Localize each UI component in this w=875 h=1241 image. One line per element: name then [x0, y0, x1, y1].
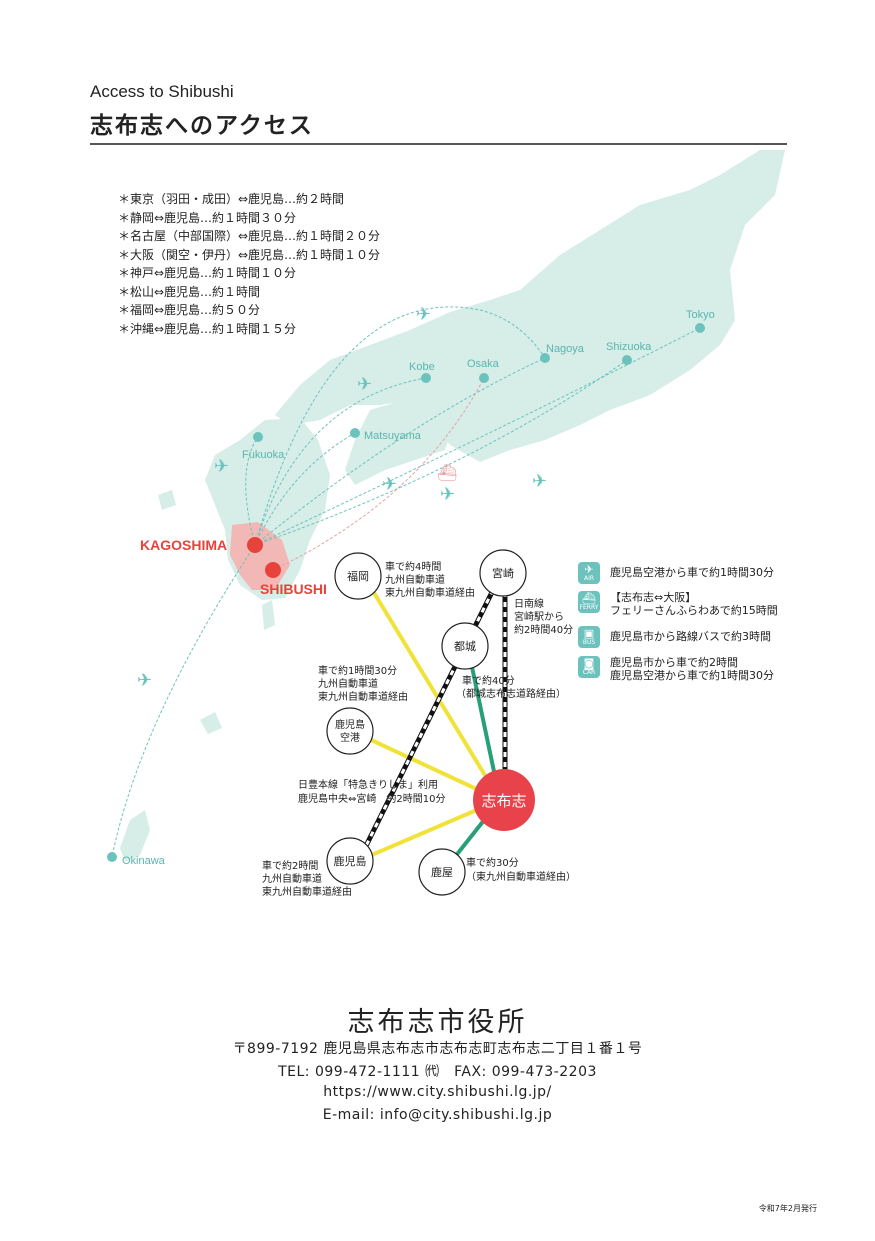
- office-name: 志布志市役所: [347, 1007, 528, 1038]
- city-label-matsuyama: Matsuyama: [364, 430, 422, 442]
- airplane-icon: ✈: [137, 670, 152, 691]
- flight-time-item: ＊大阪（関空・伊丹）⇔鹿児島…約１時間１０分: [118, 247, 381, 262]
- office-email[interactable]: E-mail: info@city.shibushi.lg.jp: [322, 1107, 553, 1123]
- legend-row-ferry: ⛴ FERRY 【志布志⇔大阪】 フェリーさんふらわあで約15時間: [578, 591, 778, 617]
- node-airport: 鹿児島 空港: [326, 707, 374, 755]
- ferry-route: [272, 377, 485, 571]
- office-address: 〒899-7192 鹿児島県志布志市志布志町志布志二丁目１番１号: [232, 1041, 643, 1057]
- city-label-osaka: Osaka: [467, 358, 500, 370]
- svg-text:九州自動車道: 九州自動車道: [262, 872, 322, 885]
- title-divider: [90, 143, 787, 145]
- ferry-ship-icon: ⛴: [437, 463, 457, 482]
- svg-text:鹿児島: 鹿児島: [334, 854, 367, 868]
- page-title: 志布志へのアクセス: [90, 113, 314, 139]
- airplane-icon: ✈: [382, 474, 397, 495]
- note-miyazaki: 日南線 宮崎駅から 約2時間40分: [514, 597, 573, 636]
- node-shibushi: 志布志: [473, 769, 535, 831]
- note-rail: 日豊本線「特急きりしま」利用 鹿児島中央⇔宮崎 約2時間10分: [298, 778, 445, 805]
- node-kagoshima: 鹿児島: [326, 837, 374, 885]
- svg-text:志布志: 志布志: [481, 792, 526, 810]
- flight-time-item: ＊松山⇔鹿児島…約１時間: [118, 284, 261, 299]
- node-kanoya: 鹿屋: [418, 848, 466, 896]
- svg-text:約2時間40分: 約2時間40分: [514, 623, 573, 636]
- city-label-fukuoka: Fukuoka: [242, 449, 285, 461]
- note-kagoshima: 車で約2時間 九州自動車道 東九州自動車道経由: [262, 859, 352, 898]
- svg-text:都城: 都城: [454, 640, 476, 653]
- airplane-icon: ✈ AIR: [578, 562, 600, 584]
- note-airport: 車で約1時間30分 九州自動車道 東九州自動車道経由: [318, 664, 408, 703]
- svg-text:東九州自動車道経由: 東九州自動車道経由: [262, 885, 352, 898]
- shibushi-marker: [265, 562, 281, 578]
- node-miyakonojo: 都城: [441, 622, 489, 670]
- node-airport-label-2: 空港: [340, 731, 360, 744]
- note-miyakonojo: 車で約40分 （都城志布志道路経由）: [456, 674, 566, 700]
- city-markers: [107, 323, 705, 862]
- svg-text:福岡: 福岡: [347, 569, 369, 583]
- office-url[interactable]: https://www.city.shibushi.lg.jp/: [323, 1084, 552, 1100]
- svg-text:車で約30分: 車で約30分: [466, 856, 519, 869]
- flight-time-item: ＊神戸⇔鹿児島…約１時間１０分: [118, 266, 297, 280]
- svg-text:九州自動車道: 九州自動車道: [385, 573, 445, 586]
- route-diagram-lines: [351, 570, 508, 874]
- svg-text:鹿児島中央⇔宮崎 約2時間10分: 鹿児島中央⇔宮崎 約2時間10分: [298, 792, 445, 805]
- flight-time-item: ＊静岡⇔鹿児島…約１時間３０分: [118, 210, 297, 225]
- node-fukuoka: 福岡: [334, 552, 382, 600]
- legend-row-car: ◙ CAR 鹿児島市から車で約2時間 鹿児島空港から車で約1時間30分: [578, 656, 774, 682]
- svg-text:九州自動車道: 九州自動車道: [318, 677, 378, 690]
- city-label-kagoshima: KAGOSHIMA: [140, 537, 227, 553]
- flight-time-item: ＊沖縄⇔鹿児島…約１時間１５分: [118, 321, 297, 336]
- city-label-nagoya: Nagoya: [546, 343, 585, 355]
- flight-time-item: ＊名古屋（中部国際）⇔鹿児島…約１時間２０分: [118, 229, 381, 243]
- svg-text:宮崎: 宮崎: [492, 566, 514, 580]
- svg-text:東九州自動車道経由: 東九州自動車道経由: [385, 586, 475, 599]
- note-kanoya: 車で約30分 （東九州自動車道経由）: [466, 856, 576, 883]
- node-miyazaki: 宮崎: [479, 549, 527, 597]
- svg-text:車で約4時間: 車で約4時間: [385, 560, 441, 573]
- city-label-tokyo: Tokyo: [686, 309, 715, 321]
- office-tel-fax: TEL: 099-472-1111 ㈹ FAX: 099-473-2203: [278, 1064, 597, 1080]
- flight-time-item: ＊東京（羽田・成田）⇔鹿児島…約２時間: [118, 192, 345, 206]
- airplane-icon: ✈: [416, 304, 431, 325]
- svg-text:宮崎駅から: 宮崎駅から: [514, 610, 564, 623]
- svg-text:東九州自動車道経由: 東九州自動車道経由: [318, 690, 408, 703]
- svg-text:（都城志布志道路経由）: （都城志布志道路経由）: [456, 687, 566, 700]
- flight-time-item: ＊福岡⇔鹿児島…約５０分: [118, 303, 261, 317]
- flight-routes: [111, 306, 701, 858]
- svg-text:鹿屋: 鹿屋: [431, 865, 453, 879]
- kagoshima-marker: [247, 537, 263, 553]
- legend-row-bus: ▣ BUS 鹿児島市から路線バスで約3時間: [578, 626, 771, 648]
- svg-text:日南線: 日南線: [514, 597, 544, 610]
- bus-icon: ▣ BUS: [578, 626, 600, 648]
- airplane-icon: ✈: [440, 484, 455, 505]
- note-fukuoka: 車で約4時間 九州自動車道 東九州自動車道経由: [385, 560, 475, 599]
- ferry-icon: ⛴ FERRY: [578, 591, 600, 613]
- node-airport-label-1: 鹿児島: [335, 718, 365, 731]
- city-label-shizuoka: Shizuoka: [606, 341, 652, 353]
- airplane-icon: ✈: [357, 374, 372, 395]
- svg-text:日豊本線「特急きりしま」利用: 日豊本線「特急きりしま」利用: [298, 778, 438, 791]
- issue-date: 令和7年2月発行: [758, 1204, 817, 1213]
- svg-text:車で約1時間30分: 車で約1時間30分: [318, 664, 397, 677]
- city-label-okinawa: Okinawa: [122, 855, 166, 867]
- city-label-kobe: Kobe: [409, 361, 435, 373]
- city-label-shibushi: SHIBUSHI: [260, 581, 327, 597]
- svg-text:車で約40分: 車で約40分: [462, 674, 515, 687]
- svg-text:車で約2時間: 車で約2時間: [262, 859, 318, 872]
- svg-text:（東九州自動車道経由）: （東九州自動車道経由）: [466, 870, 576, 883]
- page-title-en: Access to Shibushi: [90, 82, 234, 101]
- legend-row-air: ✈ AIR 鹿児島空港から車で約1時間30分: [578, 562, 774, 584]
- airplane-icon: ✈: [214, 456, 229, 477]
- car-icon: ◙ CAR: [578, 656, 600, 678]
- flight-times-list: ＊東京（羽田・成田）⇔鹿児島…約２時間 ＊静岡⇔鹿児島…約１時間３０分 ＊名古屋…: [118, 190, 380, 338]
- airplane-icon: ✈: [532, 471, 547, 492]
- route-airplanes: ✈ ✈ ✈ ✈ ✈ ✈ ✈: [137, 304, 547, 691]
